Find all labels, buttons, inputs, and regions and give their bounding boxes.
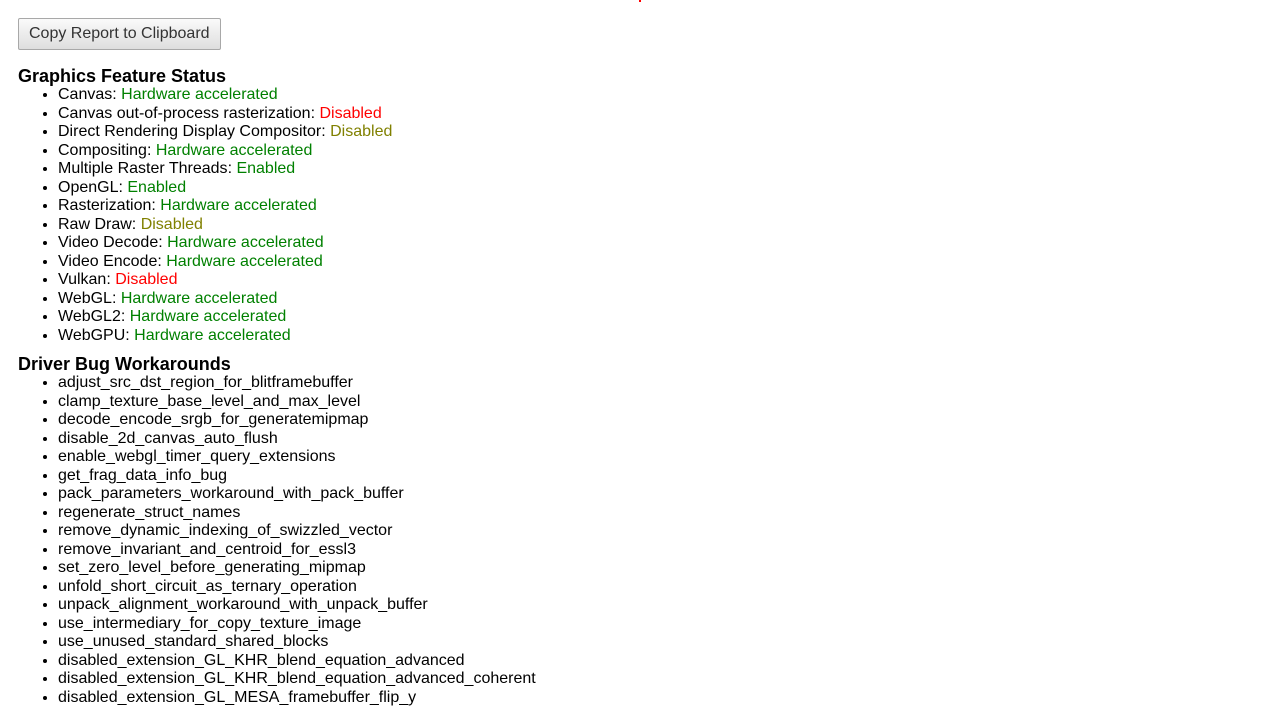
feature-status-heading: Graphics Feature Status xyxy=(18,66,227,86)
workaround-item: get_frag_data_info_bug xyxy=(58,467,1280,486)
workaround-item: remove_dynamic_indexing_of_swizzled_vect… xyxy=(58,522,1280,541)
feature-status-item: Raw Draw: Disabled xyxy=(58,216,1280,235)
feature-status-item: Canvas: Hardware accelerated xyxy=(58,86,1280,105)
feature-status-item: Multiple Raster Threads: Enabled xyxy=(58,160,1280,179)
feature-status-value: Hardware accelerated xyxy=(121,86,278,103)
feature-status-item: Direct Rendering Display Compositor: Dis… xyxy=(58,123,1280,142)
workaround-item: regenerate_struct_names xyxy=(58,504,1280,523)
feature-status-item: Canvas out-of-process rasterization: Dis… xyxy=(58,105,1280,124)
feature-status-value: Hardware accelerated xyxy=(134,326,291,344)
feature-status-value: Disabled xyxy=(330,123,393,140)
feature-status-value: Disabled xyxy=(140,215,203,233)
feature-name: Direct Rendering Display Compositor xyxy=(58,123,322,140)
feature-separator: : xyxy=(227,160,237,177)
feature-separator: : xyxy=(120,308,130,325)
feature-name: Multiple Raster Threads xyxy=(58,160,228,177)
workaround-item: use_unused_standard_shared_blocks xyxy=(58,633,1280,652)
feature-status-value: Hardware accelerated xyxy=(155,141,313,159)
feature-name: WebGL xyxy=(58,289,112,307)
driver-workarounds-heading: Driver Bug Workarounds xyxy=(18,354,231,374)
workaround-item: disabled_extension_GL_MESA_framebuffer_f… xyxy=(58,689,1280,708)
feature-name: WebGPU xyxy=(58,326,126,344)
top-status-marker xyxy=(639,0,641,2)
feature-status-value: Disabled xyxy=(115,271,178,288)
copy-report-button[interactable]: Copy Report to Clipboard xyxy=(18,18,221,50)
gpu-info-page: Copy Report to Clipboard Graphics Featur… xyxy=(18,18,1280,707)
feature-status-item: Rasterization: Hardware accelerated xyxy=(58,197,1280,216)
feature-separator: : xyxy=(111,289,121,307)
feature-name: Canvas out-of-process rasterization xyxy=(58,104,311,122)
feature-status-value: Hardware accelerated xyxy=(160,197,317,214)
feature-separator: : xyxy=(112,86,122,103)
feature-separator: : xyxy=(310,104,320,122)
feature-status-item: Video Decode: Hardware accelerated xyxy=(58,234,1280,253)
workaround-item: disabled_extension_GL_KHR_blend_equation… xyxy=(58,652,1280,671)
feature-separator: : xyxy=(131,215,141,233)
workaround-item: enable_webgl_timer_query_extensions xyxy=(58,448,1280,467)
feature-name: Compositing xyxy=(58,141,147,159)
feature-status-list: Canvas: Hardware acceleratedCanvas out-o… xyxy=(18,86,1280,345)
feature-separator: : xyxy=(118,178,128,196)
feature-status-item: OpenGL: Enabled xyxy=(58,179,1280,198)
feature-name: Video Decode xyxy=(58,234,159,251)
feature-separator: : xyxy=(146,141,156,159)
feature-name: Rasterization xyxy=(58,197,152,214)
workaround-item: remove_invariant_and_centroid_for_essl3 xyxy=(58,541,1280,560)
workaround-item: decode_encode_srgb_for_generatemipmap xyxy=(58,411,1280,430)
feature-status-item: WebGL2: Hardware accelerated xyxy=(58,308,1280,327)
workaround-item: use_intermediary_for_copy_texture_image xyxy=(58,615,1280,634)
feature-status-item: Video Encode: Hardware accelerated xyxy=(58,253,1280,272)
feature-name: Video Encode xyxy=(58,252,158,270)
workaround-item: set_zero_level_before_generating_mipmap xyxy=(58,559,1280,578)
workaround-item: clamp_texture_base_level_and_max_level xyxy=(58,393,1280,412)
feature-status-value: Enabled xyxy=(236,160,296,177)
feature-separator: : xyxy=(125,326,135,344)
feature-name: OpenGL xyxy=(58,178,119,196)
feature-status-section: Graphics Feature Status Canvas: Hardware… xyxy=(18,66,1280,345)
feature-status-value: Hardware accelerated xyxy=(166,252,323,270)
feature-separator: : xyxy=(106,271,116,288)
workaround-item: unfold_short_circuit_as_ternary_operatio… xyxy=(58,578,1280,597)
workaround-item: pack_parameters_workaround_with_pack_buf… xyxy=(58,485,1280,504)
feature-separator: : xyxy=(151,197,161,214)
feature-status-item: WebGPU: Hardware accelerated xyxy=(58,327,1280,346)
workaround-item: adjust_src_dst_region_for_blitframebuffe… xyxy=(58,374,1280,393)
feature-name: WebGL2 xyxy=(58,308,121,325)
feature-status-value: Hardware accelerated xyxy=(167,234,324,251)
feature-status-item: Vulkan: Disabled xyxy=(58,271,1280,290)
feature-status-item: Compositing: Hardware accelerated xyxy=(58,142,1280,161)
feature-status-item: WebGL: Hardware accelerated xyxy=(58,290,1280,309)
driver-workarounds-section: Driver Bug Workarounds adjust_src_dst_re… xyxy=(18,354,1280,707)
feature-status-value: Enabled xyxy=(127,178,187,196)
feature-separator: : xyxy=(158,234,168,251)
feature-status-value: Hardware accelerated xyxy=(120,289,278,307)
feature-name: Raw Draw xyxy=(58,215,132,233)
feature-separator: : xyxy=(157,252,167,270)
feature-name: Vulkan xyxy=(58,271,107,288)
feature-status-value: Disabled xyxy=(319,104,382,122)
workaround-item: unpack_alignment_workaround_with_unpack_… xyxy=(58,596,1280,615)
workaround-item: disabled_extension_GL_KHR_blend_equation… xyxy=(58,670,1280,689)
driver-workarounds-list: adjust_src_dst_region_for_blitframebuffe… xyxy=(18,374,1280,707)
workaround-item: disable_2d_canvas_auto_flush xyxy=(58,430,1280,449)
feature-status-value: Hardware accelerated xyxy=(129,308,287,325)
feature-name: Canvas xyxy=(58,86,113,103)
feature-separator: : xyxy=(321,123,331,140)
